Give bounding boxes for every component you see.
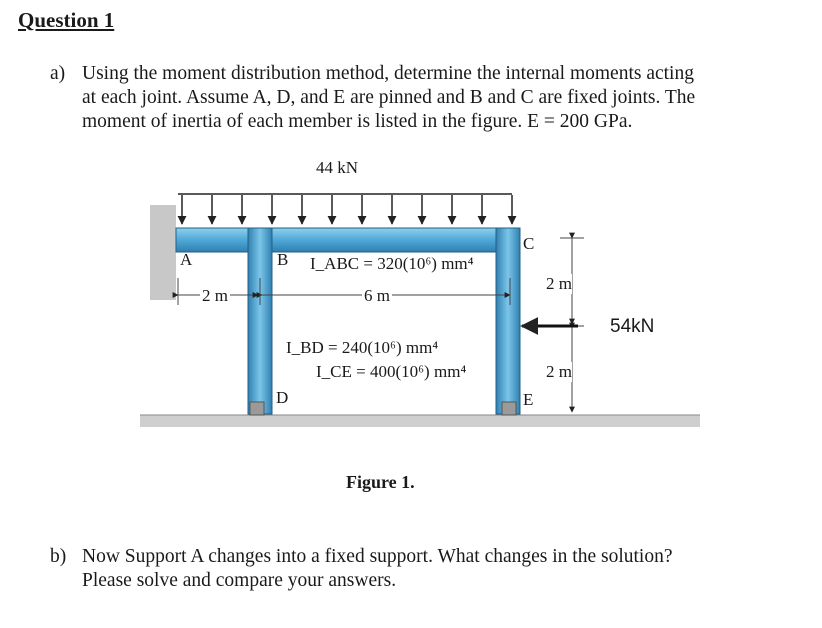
question-part-a: a) Using the moment distribution method,… (50, 62, 790, 137)
joint-e-label: E (523, 390, 534, 409)
part-b-text: Now Support A changes into a fixed suppo… (82, 545, 673, 593)
beam-abc (175, 227, 521, 253)
frame-figure: 44 kN A B C D E I_ABC = 320(10⁶) mm⁴ I_B… (140, 150, 700, 500)
load-label: 44 kN (316, 158, 359, 177)
moment-inertia-ce: I_CE = 400(10⁶) mm⁴ (316, 362, 467, 381)
moment-inertia-abc: I_ABC = 320(10⁶) mm⁴ (310, 254, 474, 273)
dimension-c-bottom-label: 2 m (546, 362, 572, 382)
distributed-load-arrows (177, 195, 517, 225)
pin-support-e-icon (501, 401, 517, 416)
part-a-line-1: Using the moment distribution method, de… (82, 63, 694, 84)
lateral-load-label: 54kN (610, 316, 655, 337)
question-title: Question 1 (18, 8, 115, 32)
part-a-line-3: moment of inertia of each member is list… (82, 111, 633, 132)
column-bd (247, 227, 273, 415)
moment-inertia-bd: I_BD = 240(10⁶) mm⁴ (286, 338, 439, 357)
part-b-label: b) (50, 546, 67, 567)
column-ce (495, 227, 521, 415)
part-a-text: Using the moment distribution method, de… (82, 62, 695, 134)
joint-d-label: D (276, 388, 289, 407)
joint-c-label: C (523, 234, 535, 253)
dimension-bc-label: 6 m (362, 286, 392, 306)
dimension-c-top-label: 2 m (546, 274, 572, 294)
part-a-label: a) (50, 63, 66, 84)
wall-support-a (150, 205, 176, 300)
joint-a-label: A (180, 250, 193, 269)
part-b-line-2: Please solve and compare your answers. (82, 570, 397, 591)
question-part-b: b) Now Support A changes into a fixed su… (50, 545, 790, 595)
ground (140, 415, 700, 427)
dimension-ab-label: 2 m (200, 286, 230, 306)
pin-support-d-icon (249, 401, 265, 416)
part-a-line-2: at each joint. Assume A, D, and E are pi… (82, 87, 696, 108)
joint-b-label: B (277, 250, 289, 269)
figure-caption: Figure 1. (346, 472, 415, 492)
part-b-line-1: Now Support A changes into a fixed suppo… (82, 546, 673, 567)
frame-drawing (140, 193, 700, 427)
